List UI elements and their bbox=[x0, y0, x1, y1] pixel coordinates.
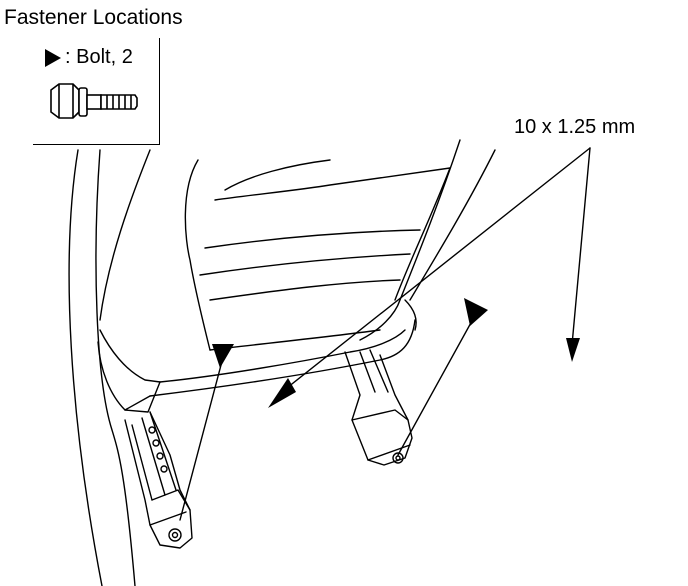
bolt-marker-left bbox=[212, 344, 234, 368]
legend-label: : Bolt, 2 bbox=[65, 46, 133, 68]
arrow-head-left bbox=[268, 378, 296, 408]
bolt-marker-right bbox=[464, 298, 488, 326]
triangle-marker-icon bbox=[45, 48, 61, 67]
arrow-head-right bbox=[566, 338, 580, 362]
legend-box: : Bolt, 2 bbox=[33, 38, 160, 145]
diagram-title: Fastener Locations bbox=[4, 6, 183, 29]
bolt-icon bbox=[50, 83, 138, 119]
thread-spec-label: 10 x 1.25 mm bbox=[514, 116, 636, 138]
legend-row: : Bolt, 2 bbox=[45, 46, 133, 69]
